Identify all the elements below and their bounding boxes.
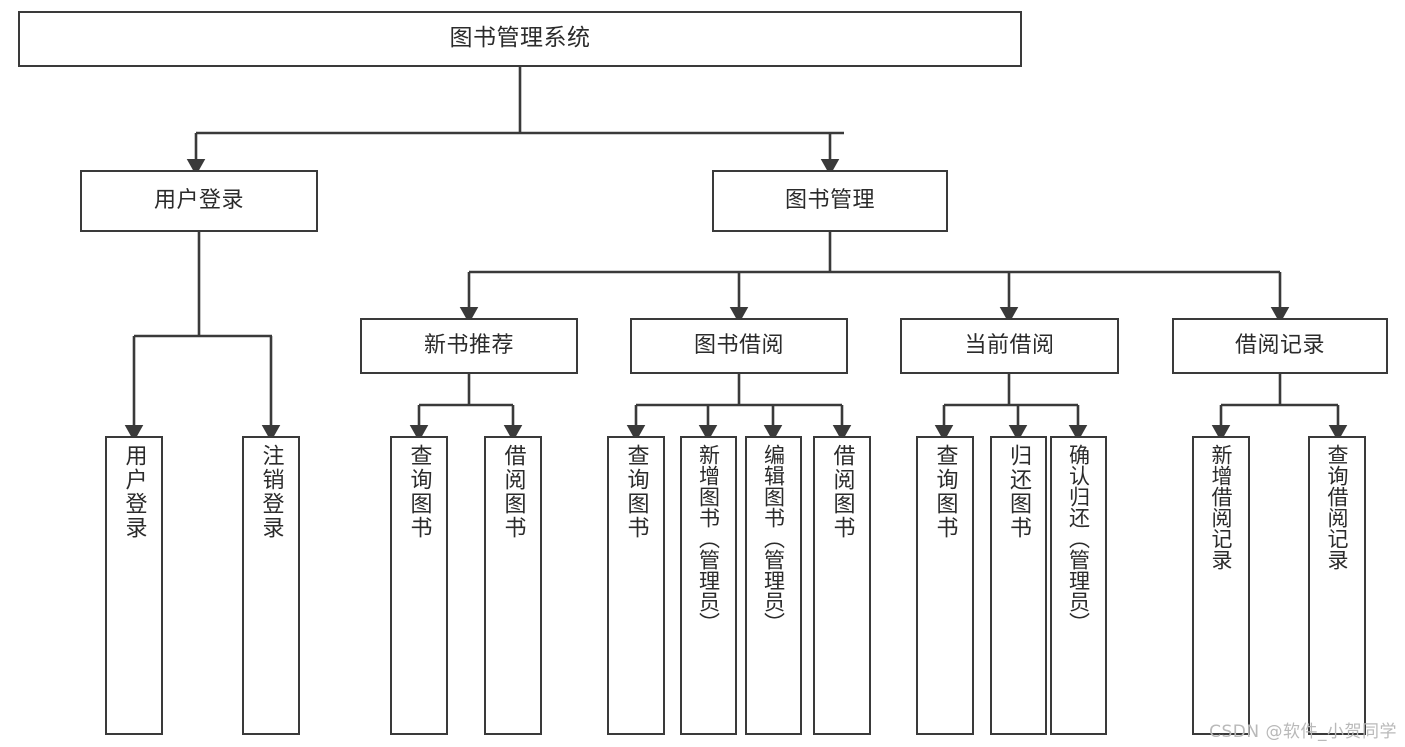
leaf-query-book-current[interactable]: 查询图书 xyxy=(916,436,974,735)
node-label: 借阅图书 xyxy=(500,444,526,540)
node-borrowing-record[interactable]: 借阅记录 xyxy=(1172,318,1388,374)
leaf-borrow-book[interactable]: 借阅图书 xyxy=(813,436,871,735)
leaf-query-borrow-record[interactable]: 查询借阅记录 xyxy=(1308,436,1366,735)
node-label: 图书借阅 xyxy=(693,333,784,359)
node-label: 查询图书 xyxy=(623,444,649,540)
node-new-book-recommendation[interactable]: 新书推荐 xyxy=(360,318,578,374)
csdn-watermark: CSDN @软件_小贺同学 xyxy=(1209,722,1397,742)
node-label: 新书推荐 xyxy=(423,333,514,359)
node-label: 图书管理 xyxy=(784,188,875,214)
node-book-management[interactable]: 图书管理 xyxy=(712,170,948,232)
node-label: 新增图书（管理员） xyxy=(696,444,721,633)
node-label: 查询借阅记录 xyxy=(1325,444,1350,570)
node-current-borrowing[interactable]: 当前借阅 xyxy=(900,318,1119,374)
node-root-library-management-system[interactable]: 图书管理系统 xyxy=(18,11,1022,67)
node-label: 查询图书 xyxy=(932,444,958,540)
node-label: 用户登录 xyxy=(121,444,147,540)
leaf-confirm-return-admin[interactable]: 确认归还（管理员） xyxy=(1050,436,1107,735)
leaf-query-book-borrow[interactable]: 查询图书 xyxy=(607,436,665,735)
leaf-logout[interactable]: 注销登录 xyxy=(242,436,300,735)
leaf-user-login[interactable]: 用户登录 xyxy=(105,436,163,735)
leaf-query-book-new[interactable]: 查询图书 xyxy=(390,436,448,735)
node-label: 借阅记录 xyxy=(1234,333,1325,359)
leaf-edit-book-admin[interactable]: 编辑图书（管理员） xyxy=(745,436,802,735)
leaf-borrow-book-new[interactable]: 借阅图书 xyxy=(484,436,542,735)
node-book-borrowing[interactable]: 图书借阅 xyxy=(630,318,848,374)
node-label: 确认归还（管理员） xyxy=(1066,444,1091,633)
node-label: 新增借阅记录 xyxy=(1209,444,1234,570)
leaf-return-book[interactable]: 归还图书 xyxy=(990,436,1047,735)
node-label: 编辑图书（管理员） xyxy=(761,444,786,633)
node-label: 借阅图书 xyxy=(829,444,855,540)
node-label: 归还图书 xyxy=(1006,444,1032,540)
leaf-add-book-admin[interactable]: 新增图书（管理员） xyxy=(680,436,737,735)
node-label: 用户登录 xyxy=(153,188,244,214)
node-user-login[interactable]: 用户登录 xyxy=(80,170,318,232)
leaf-add-borrow-record[interactable]: 新增借阅记录 xyxy=(1192,436,1250,735)
node-label: 图书管理系统 xyxy=(449,25,591,52)
node-label: 查询图书 xyxy=(406,444,432,540)
node-label: 当前借阅 xyxy=(964,333,1055,359)
node-label: 注销登录 xyxy=(258,444,284,540)
